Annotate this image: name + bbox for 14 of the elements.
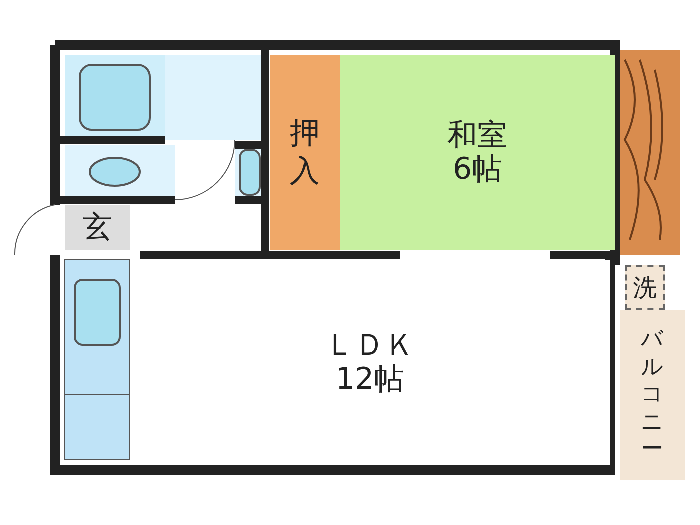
washer-space — [625, 265, 665, 310]
balcony — [620, 310, 685, 480]
room-label: 洗 — [633, 272, 657, 304]
closet — [270, 55, 340, 250]
room-label: 6帖 — [452, 152, 502, 186]
living-room — [130, 260, 610, 465]
room-label: 和室 — [448, 118, 508, 152]
room-label: 押入 — [289, 115, 321, 190]
room-label: 12帖 — [336, 362, 404, 396]
room-label: ＬＤＫ — [325, 328, 415, 362]
room-label: 玄 — [82, 210, 112, 244]
entrance — [65, 205, 130, 250]
room-label: バルコニー — [640, 326, 664, 464]
tatami-room — [340, 55, 615, 250]
